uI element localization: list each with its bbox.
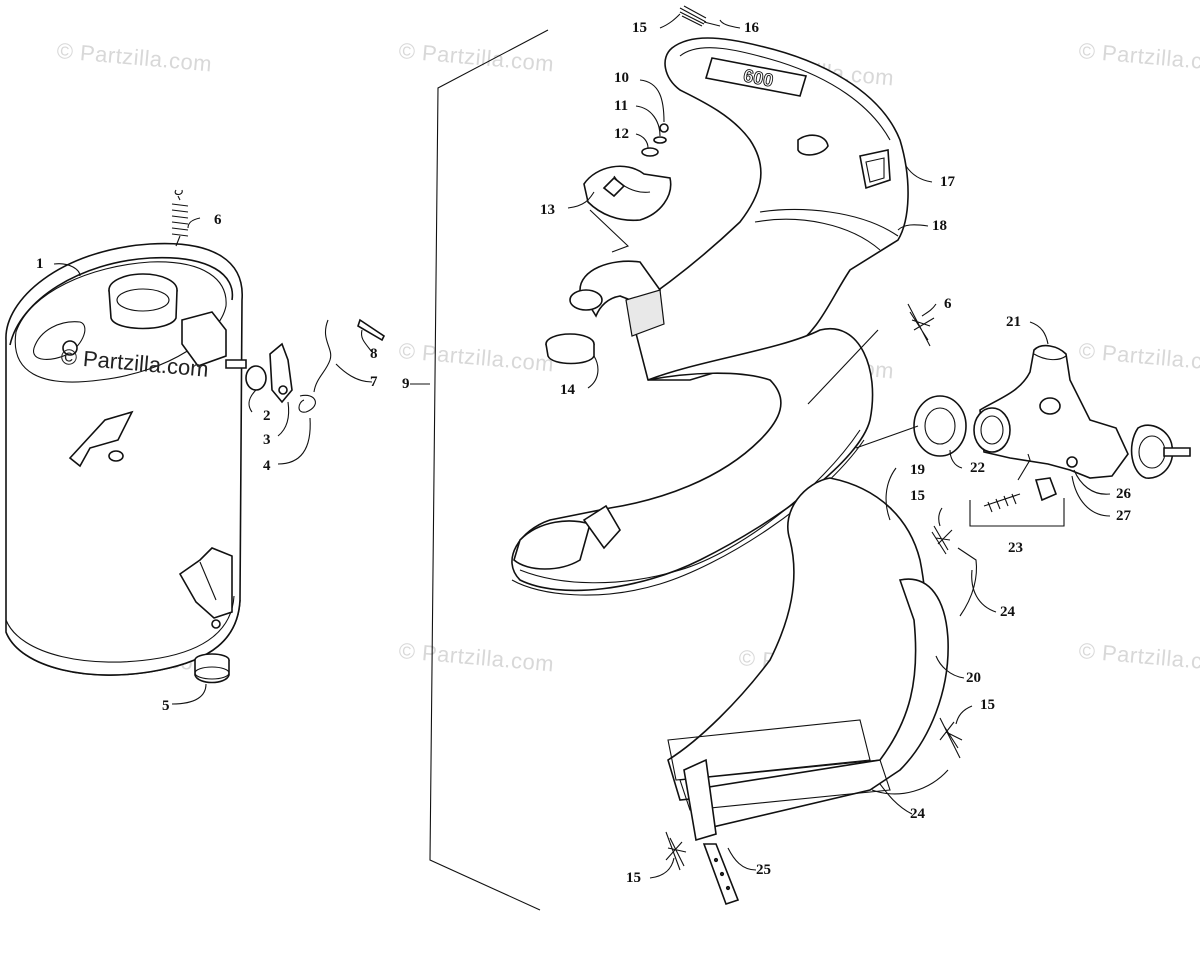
- callout-label: 17: [940, 174, 955, 190]
- callout-label: 14: [560, 382, 575, 398]
- callout-label: 19: [910, 462, 925, 478]
- spring-15-top: [679, 5, 721, 27]
- callout-label: 2: [263, 408, 271, 424]
- callout-label: 15: [980, 697, 995, 713]
- callout-label: 6: [944, 296, 952, 312]
- callout-label: 16: [744, 20, 759, 36]
- callout-label: 11: [614, 98, 629, 114]
- callout-label: 15: [632, 20, 647, 36]
- callout-label: 15: [910, 488, 925, 504]
- callout-label: 18: [932, 218, 947, 234]
- callout-label: 24: [1000, 604, 1015, 620]
- callout-label: 22: [970, 460, 985, 476]
- callout-label: 9: [402, 376, 410, 392]
- callout-label: 26: [1116, 486, 1131, 502]
- callout-label: 25: [756, 862, 771, 878]
- callout-label: 8: [370, 346, 378, 362]
- pipe-logo-text: 600: [742, 65, 775, 90]
- spring-6-pipe: [907, 303, 935, 347]
- callout-label: 5: [162, 698, 170, 714]
- spring-15-lower: [939, 717, 963, 759]
- callout-label: 1: [36, 256, 44, 272]
- callout-label: 4: [263, 458, 271, 474]
- callout-label: 6: [214, 212, 222, 228]
- callout-label: 24: [910, 806, 925, 822]
- callout-label: 20: [966, 670, 981, 686]
- callout-label: 3: [263, 432, 271, 448]
- callout-label: 10: [614, 70, 629, 86]
- leader-lines: [53, 13, 1111, 879]
- callout-label: 21: [1006, 314, 1021, 330]
- callout-label: 15: [626, 870, 641, 886]
- callout-label: 27: [1116, 508, 1131, 524]
- spring-15-bottom: [665, 831, 687, 871]
- assembly-bracket-9: [410, 29, 549, 911]
- spring-15-mid: [931, 525, 953, 555]
- exhaust-manifold: [913, 344, 1191, 527]
- callout-label: 23: [1008, 540, 1023, 556]
- muffler: [5, 189, 386, 684]
- callout-label: 12: [614, 126, 629, 142]
- expansion-pipe: [511, 37, 978, 906]
- callout-label: 7: [370, 374, 378, 390]
- callout-label: 13: [540, 202, 555, 218]
